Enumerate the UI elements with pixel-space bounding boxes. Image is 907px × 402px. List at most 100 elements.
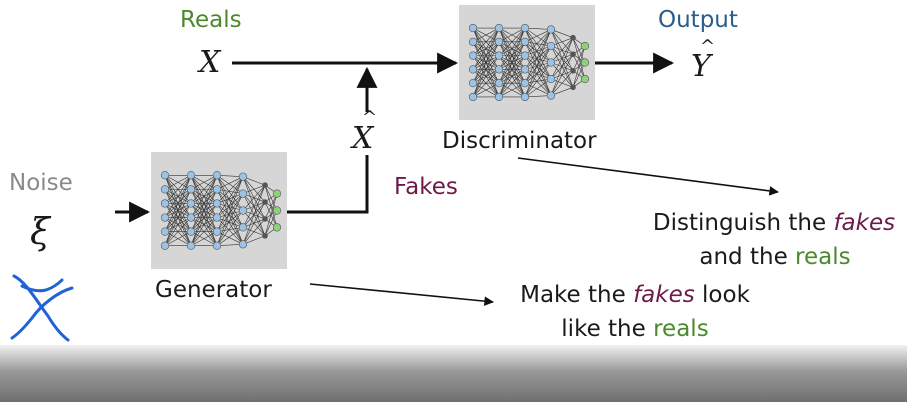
neural-network-icon [468,23,590,102]
generator-note-line2-prefix: like the [561,316,654,342]
network-edge [472,82,500,98]
generator-note-line1-prefix: Make the [520,282,634,308]
generator-note-line2: like the reals [505,312,765,346]
network-edge [164,231,192,246]
network-edge [498,27,526,70]
generator-note: Make the fakes look like the reals [505,278,765,346]
discriminator-note-line2: and the reals [639,240,907,274]
network-edge [524,41,552,96]
network-edge [472,27,500,84]
network-edge [524,78,552,84]
network-edge [524,45,552,98]
network-edge [550,37,574,96]
network-edge [472,69,500,98]
network-edge [242,184,266,228]
network-edge [216,193,244,232]
network-edge [216,175,244,228]
generator-label: Generator [155,277,272,303]
network-node [494,92,504,102]
network-edge [472,27,500,70]
network-edge [190,175,218,246]
network-edge [164,189,192,246]
network-edge [190,231,218,246]
reals-header: Reals [180,7,242,33]
network-edge [164,175,192,246]
network-edge [498,41,526,98]
network-edge [524,29,552,43]
network-edge [572,45,586,71]
network-edge [190,175,218,218]
network-edge [242,185,266,245]
generator-network-box [151,152,287,269]
discriminator-note: Distinguish the fakes and the reals [641,206,907,274]
yhat-hat: ^ [700,36,716,57]
network-edge [498,27,526,43]
network-edge [216,176,244,246]
network-edge [190,175,218,232]
network-edge [190,203,218,246]
fakes-label: Fakes [394,174,458,200]
network-node [494,37,504,46]
network-node [468,65,478,74]
network-edge [216,176,244,232]
network-edge [264,193,278,236]
network-edge [216,175,244,245]
network-node [494,51,504,60]
network-edge [242,184,266,211]
network-edge [242,201,266,245]
xi-symbol: ξ [30,212,50,253]
network-edge [524,27,552,63]
network-edge [524,62,552,70]
xhat-hat: ^ [362,107,378,128]
network-edge [524,55,552,80]
network-node [272,223,282,232]
network-edge [524,27,552,47]
network-edge [524,41,552,80]
generator-note-arrow [309,283,494,306]
network-edge [216,193,244,246]
network-edge [524,45,552,84]
network-node [546,58,556,67]
network-edge [524,29,552,70]
network-edge [524,41,552,47]
network-edge [524,78,552,98]
network-node [238,189,248,198]
network-edge [190,217,218,246]
network-node [468,92,478,102]
network-node [570,84,576,91]
generator-note-reals: reals [653,316,709,342]
x-symbol: X [199,45,221,80]
network-edge [216,176,244,204]
discriminator-note-fakes: fakes [833,210,896,236]
network-edge [164,175,192,204]
network-edge [524,95,552,98]
network-node [272,206,282,215]
handwritten-cross-mark [10,274,74,342]
network-edge [572,62,586,88]
network-edge [472,55,500,98]
network-edge [550,70,574,96]
network-edge [524,29,552,84]
network-edge [498,69,526,98]
network-node [238,240,248,249]
network-edge [524,69,552,80]
discriminator-network-box [459,5,595,120]
network-node [520,92,530,102]
network-node [520,79,530,88]
network-edge [498,27,526,84]
network-edge [216,189,244,228]
generator-to-xhat-line [287,155,369,214]
network-node [160,171,170,180]
network-edge [216,176,244,190]
network-edge [216,210,244,232]
network-edge [216,210,244,218]
network-node [212,199,222,208]
network-edge [190,175,218,204]
network-edge [524,29,552,56]
network-node [238,223,248,232]
network-node [468,79,478,88]
network-node [238,206,248,215]
network-edge [216,176,244,218]
network-node [546,41,556,51]
network-node [468,51,478,60]
